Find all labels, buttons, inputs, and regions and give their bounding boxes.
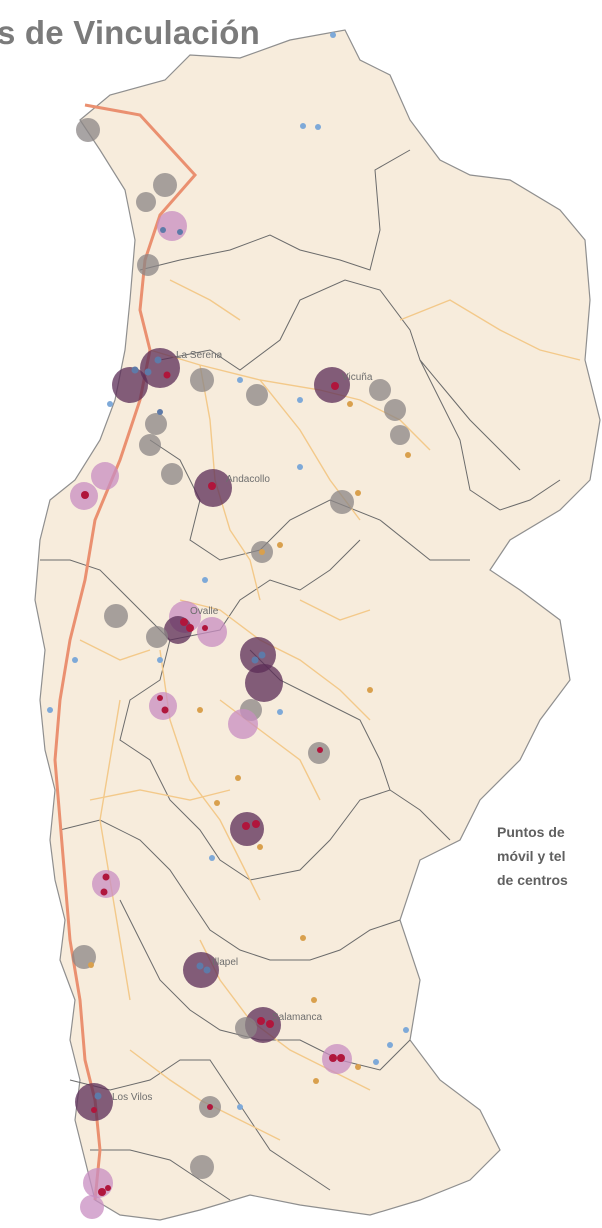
place-label: Los Vilos bbox=[112, 1092, 152, 1103]
place-labels: La Serena Vicuña Andacollo Ovalle Illape… bbox=[112, 350, 373, 1103]
main-highway bbox=[53, 103, 198, 1201]
map-title: s de Vinculación bbox=[0, 14, 261, 51]
caption-line: móvil y tel bbox=[497, 848, 566, 864]
legend-caption: Puntos de móvil y tel de centros bbox=[497, 820, 568, 892]
place-label: Salamanca bbox=[272, 1012, 322, 1023]
place-label: Illapel bbox=[212, 957, 238, 968]
caption-line: de centros bbox=[497, 872, 568, 888]
place-label: Vicuña bbox=[342, 372, 373, 383]
place-label: Andacollo bbox=[226, 474, 270, 485]
small-markers bbox=[47, 32, 411, 1196]
region-outline bbox=[34, 29, 601, 1221]
place-label: La Serena bbox=[176, 350, 223, 361]
caption-line: Puntos de bbox=[497, 824, 565, 840]
place-label: Ovalle bbox=[190, 606, 219, 617]
